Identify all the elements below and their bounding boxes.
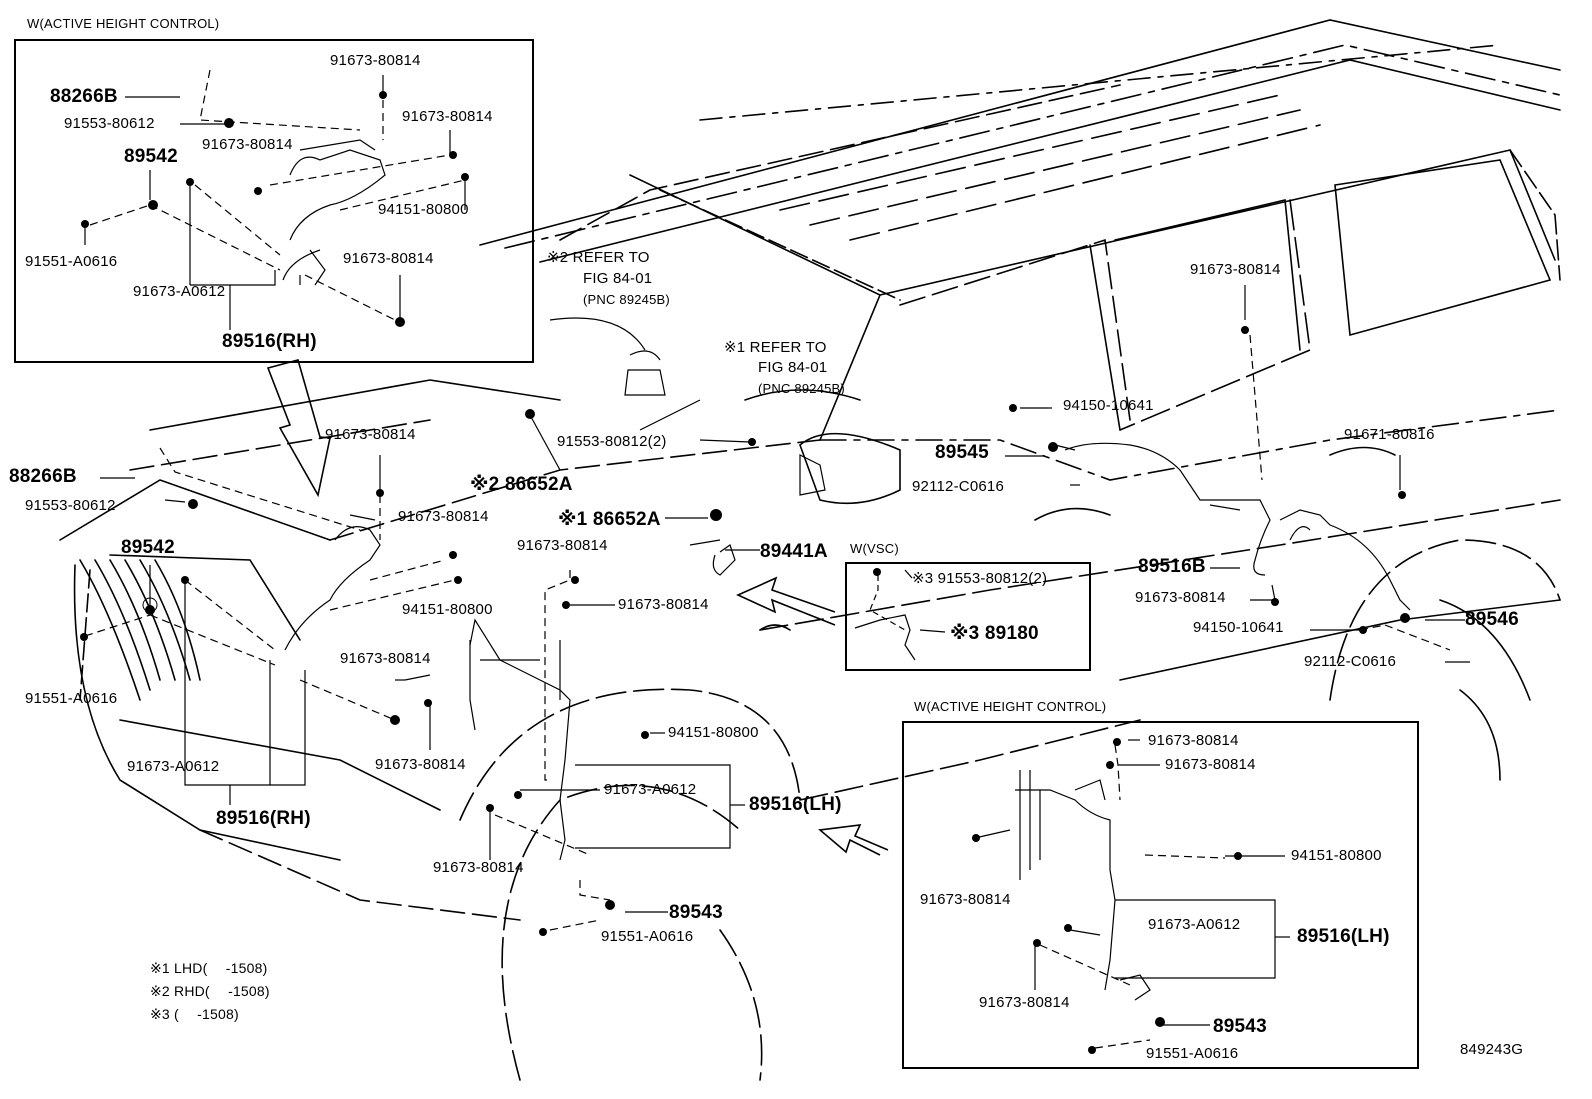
- part-label[interactable]: 89542: [121, 537, 175, 558]
- part-label[interactable]: 91673-80814: [433, 859, 524, 876]
- part-label[interactable]: 91673-80814: [618, 596, 709, 613]
- part-label[interactable]: 91673-80814: [1190, 261, 1281, 278]
- part-label[interactable]: 91673-80814: [325, 426, 416, 443]
- part-label[interactable]: 91673-80814: [330, 52, 421, 69]
- part-label[interactable]: 94151-80800: [668, 724, 759, 741]
- part-label[interactable]: 91551-A0616: [25, 690, 118, 707]
- part-label[interactable]: 94150-10641: [1193, 619, 1284, 636]
- part-label[interactable]: 94151-80800: [378, 201, 469, 218]
- part-label[interactable]: 91673-80814: [979, 994, 1070, 1011]
- part-label[interactable]: 94151-80800: [402, 601, 493, 618]
- footnote-2: ※2 RHD( -1508): [150, 983, 270, 999]
- part-label[interactable]: 91551-A0616: [601, 928, 694, 945]
- part-label[interactable]: 89543: [1213, 1016, 1267, 1037]
- part-label[interactable]: 91673-80814: [375, 756, 466, 773]
- part-label[interactable]: 91673-A0612: [133, 283, 226, 300]
- part-label[interactable]: 89545: [935, 442, 989, 463]
- part-label[interactable]: 92112-C0616: [1304, 653, 1396, 670]
- part-label[interactable]: 91673-A0612: [127, 758, 220, 775]
- part-label[interactable]: 91673-A0612: [1148, 916, 1241, 933]
- part-label[interactable]: ※3 91553-80812(2): [912, 570, 1048, 587]
- part-label[interactable]: 89543: [669, 902, 723, 923]
- part-label[interactable]: 91673-80814: [1135, 589, 1226, 606]
- ref1-line2: FIG 84-01: [758, 359, 828, 376]
- part-label[interactable]: 91673-80814: [398, 508, 489, 525]
- part-label[interactable]: 89516(LH): [749, 794, 842, 815]
- diagram-id: 849243G: [1460, 1041, 1524, 1058]
- part-label[interactable]: 91673-A0612: [604, 781, 697, 798]
- part-label[interactable]: 91673-80814: [920, 891, 1011, 908]
- part-label[interactable]: 91673-80814: [1148, 732, 1239, 749]
- part-label[interactable]: 89441A: [760, 541, 828, 562]
- ref2-line1: ※2 REFER TO: [547, 249, 650, 266]
- part-label[interactable]: 88266B: [50, 86, 118, 107]
- footnote-1: ※1 LHD( -1508): [150, 960, 268, 976]
- part-label[interactable]: 89546: [1465, 609, 1519, 630]
- ref2-line3: (PNC 89245B): [583, 292, 670, 307]
- ref1-line1: ※1 REFER TO: [724, 339, 827, 356]
- part-label[interactable]: 91671-80816: [1344, 426, 1435, 443]
- part-label[interactable]: 89516(LH): [1297, 926, 1390, 947]
- part-label[interactable]: 91673-80814: [343, 250, 434, 267]
- part-label[interactable]: 91673-80814: [1165, 756, 1256, 773]
- part-label[interactable]: 89516(RH): [216, 808, 311, 829]
- part-label[interactable]: 92112-C0616: [912, 478, 1004, 495]
- ref2-line2: FIG 84-01: [583, 270, 653, 287]
- footnote-3: ※3 ( -1508): [150, 1006, 239, 1022]
- inset-title-vsc: W(VSC): [850, 541, 899, 556]
- part-label[interactable]: 88266B: [9, 466, 77, 487]
- part-label[interactable]: 91551-A0616: [1146, 1045, 1239, 1062]
- part-label[interactable]: 89516B: [1138, 556, 1206, 577]
- part-label[interactable]: 91553-80612: [25, 497, 116, 514]
- part-label[interactable]: 91673-80814: [340, 650, 431, 667]
- part-label[interactable]: 91553-80812(2): [557, 433, 667, 450]
- part-label[interactable]: ※2 86652A: [470, 474, 573, 495]
- part-label[interactable]: ※3 89180: [950, 623, 1039, 644]
- part-label[interactable]: 91673-80814: [402, 108, 493, 125]
- part-label[interactable]: ※1 86652A: [558, 509, 661, 530]
- part-label[interactable]: 91673-80814: [202, 136, 293, 153]
- part-label[interactable]: 94150-10641: [1063, 397, 1154, 414]
- part-label[interactable]: 89516(RH): [222, 331, 317, 352]
- part-label[interactable]: 89542: [124, 146, 178, 167]
- part-label[interactable]: 91551-A0616: [25, 253, 118, 270]
- part-label[interactable]: 94151-80800: [1291, 847, 1382, 864]
- ref1-line3: (PNC 89245B): [758, 381, 845, 396]
- part-label[interactable]: 91553-80612: [64, 115, 155, 132]
- inset-title-active-height-top: W(ACTIVE HEIGHT CONTROL): [27, 16, 220, 31]
- inset-title-active-height-bottom: W(ACTIVE HEIGHT CONTROL): [914, 699, 1107, 714]
- part-label[interactable]: 91673-80814: [517, 537, 608, 554]
